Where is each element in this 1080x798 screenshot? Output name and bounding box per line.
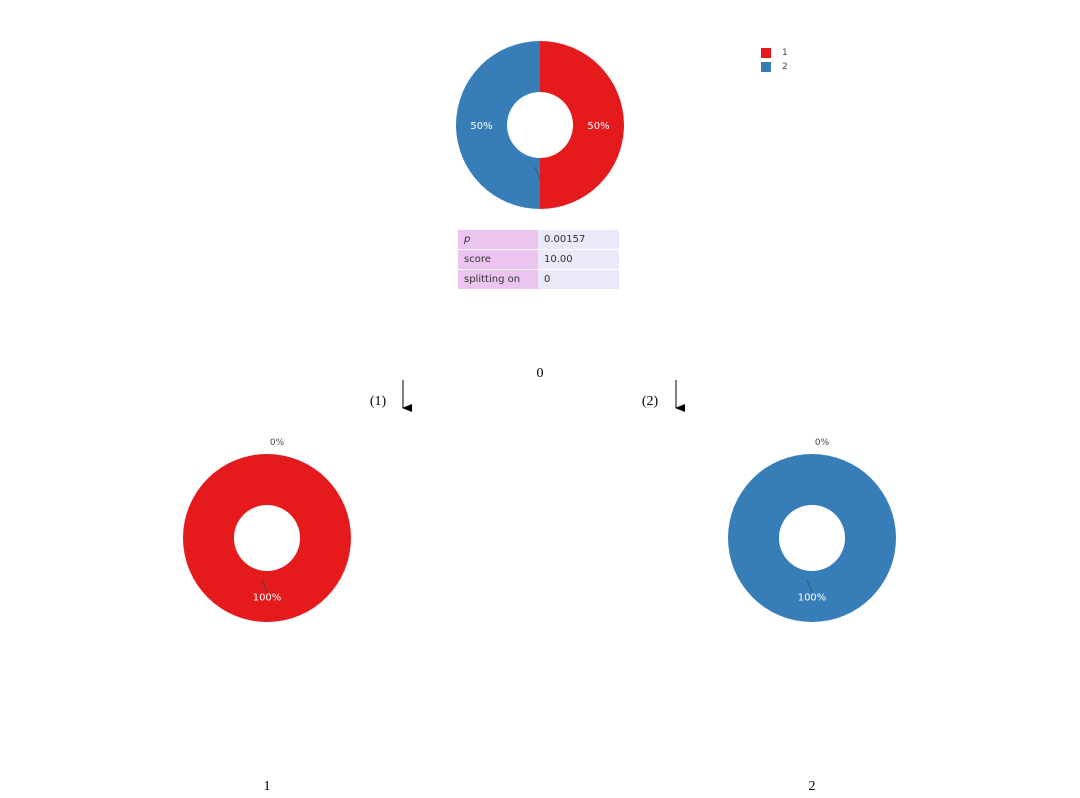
- table-key-score: score: [458, 249, 538, 270]
- pie-slice-node-0-class-1[interactable]: [540, 41, 624, 209]
- legend-label-2: 2: [782, 62, 788, 72]
- pie-tick-node-0: [534, 166, 541, 180]
- pie-label-node-0-class-1: 50%: [587, 121, 609, 132]
- pie-tick-node-2: [806, 579, 813, 593]
- node-label-0: 0: [536, 366, 544, 381]
- pie-tick-node-1: [261, 579, 268, 593]
- node-label-2: 2: [808, 779, 816, 794]
- table-row: score 10.00: [458, 249, 619, 270]
- table-row: p 0.00157: [458, 230, 619, 250]
- pie-label-node-2-class-1: 0%: [815, 438, 830, 448]
- legend-label-1: 1: [782, 48, 788, 58]
- pie-label-node-1-class-1: 100%: [253, 593, 282, 604]
- donut-chart-node-1: 100% 0%: [183, 438, 351, 622]
- table-value-splitting-on: 0: [538, 269, 619, 290]
- root-stats-table: p 0.00157 score 10.00 splitting on 0: [458, 230, 619, 290]
- pie-slice-node-0-class-2[interactable]: [456, 41, 540, 209]
- edge-label-2: (2): [641, 394, 659, 409]
- table-value-p: 0.00157: [538, 230, 619, 250]
- legend-swatch-2: [761, 62, 771, 72]
- donut-chart-node-0: 50% 50%: [456, 41, 624, 209]
- pie-slice-node-2-class-2[interactable]: [728, 454, 896, 622]
- table-key-p: p: [458, 230, 538, 250]
- pie-slice-node-1-class-1[interactable]: [183, 454, 351, 622]
- legend-swatch-1: [761, 48, 771, 58]
- pie-label-node-1-class-2: 0%: [270, 438, 285, 448]
- legend-item-1[interactable]: 1: [761, 46, 788, 60]
- pie-label-node-0-class-2: 50%: [470, 121, 492, 132]
- legend: 1 2: [761, 46, 788, 74]
- donut-chart-node-2: 0% 100%: [728, 438, 896, 622]
- node-label-1: 1: [263, 779, 271, 794]
- legend-item-2[interactable]: 2: [761, 60, 788, 74]
- table-key-splitting-on: splitting on: [458, 269, 538, 290]
- tree-edges: [402, 380, 685, 412]
- edge-label-1: (1): [369, 394, 387, 409]
- pie-label-node-2-class-2: 100%: [798, 593, 827, 604]
- table-value-score: 10.00: [538, 249, 619, 270]
- table-row: splitting on 0: [458, 269, 619, 290]
